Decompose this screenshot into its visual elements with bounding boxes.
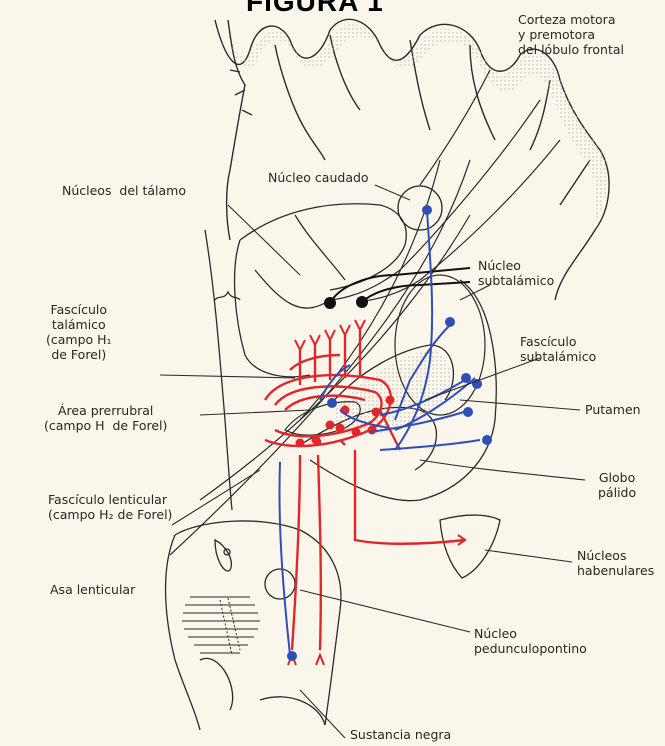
label-nucleo-subtalamico: Núcleo subtalámico (478, 258, 554, 288)
habenular-nuclei (440, 515, 500, 578)
label-putamen: Putamen (585, 402, 641, 417)
thalamic-neurons (325, 268, 470, 308)
label-pedunculopontino: Núcleo pedunculopontino (474, 626, 587, 656)
label-fasciculo-lenticular: Fascículo lenticular (campo H₂ de Forel) (48, 492, 172, 522)
thalamus-region (205, 204, 406, 510)
label-fasciculo-subtalamico: Fascículo subtalámico (520, 334, 596, 364)
midbrain (166, 521, 341, 730)
label-nucleos-talamo: Núcleos del tálamo (62, 183, 186, 198)
pedunculopontine-nucleus (265, 569, 295, 599)
label-sustancia-negra: Sustancia negra (350, 727, 451, 742)
label-asa-lenticular: Asa lenticular (50, 582, 135, 597)
label-area-prerrubral: Área prerrubral (campo H de Forel) (44, 403, 167, 433)
substantia-nigra-hatch (182, 597, 260, 655)
cortical-fibres (170, 70, 560, 555)
label-nucleo-caudado: Núcleo caudado (268, 170, 369, 185)
label-fasciculo-talamico: Fascículo talámico (campo H₁ de Forel) (46, 302, 112, 362)
label-nucleos-habenulares: Núcleos habenulares (577, 548, 654, 578)
label-globo-palido: Globo pálido (598, 470, 636, 500)
label-corteza-motora: Corteza motora y premotora del lóbulo fr… (518, 12, 624, 57)
